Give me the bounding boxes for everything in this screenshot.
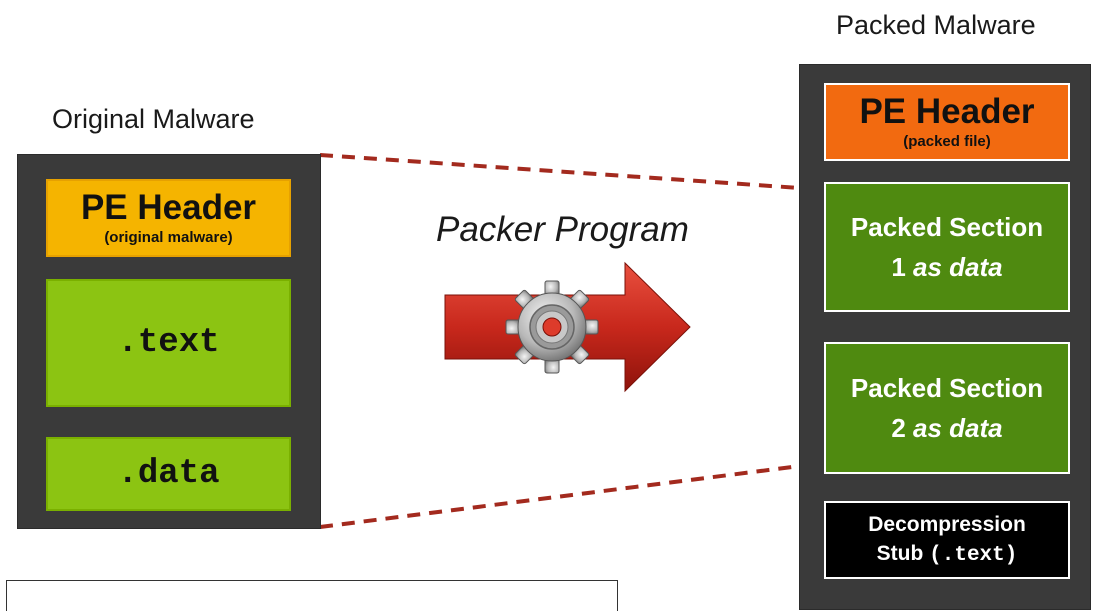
packed-section-2-title: Packed Section [850, 372, 1044, 403]
text-section-label: .text [117, 324, 220, 362]
stub-line-1: Decompression [868, 512, 1026, 536]
original-text-section: .text [46, 279, 291, 407]
original-pe-header-label: PE Header [80, 188, 257, 227]
bottom-panel [6, 580, 618, 611]
original-pe-header-sublabel: (original malware) [104, 229, 233, 246]
decompression-stub: Decompression Stub (.text) [824, 501, 1070, 579]
packed-malware-title: Packed Malware [836, 10, 1036, 40]
packed-section-2: Packed Section 2 as data [824, 342, 1070, 474]
packed-pe-header-sublabel: (packed file) [903, 133, 991, 150]
packed-section-1-subtitle: 1 as data [891, 252, 1003, 282]
original-malware-title: Original Malware [52, 104, 255, 134]
original-pe-header: PE Header (original malware) [46, 179, 291, 257]
packed-malware-panel: PE Header (packed file) Packed Section 1… [800, 65, 1090, 609]
original-data-section: .data [46, 437, 291, 511]
top-dashed-line [319, 153, 801, 190]
packed-pe-header: PE Header (packed file) [824, 83, 1070, 161]
packed-section-1: Packed Section 1 as data [824, 182, 1070, 312]
packer-program-label: Packer Program [436, 210, 689, 249]
gear-icon [505, 280, 599, 374]
packed-section-1-title: Packed Section [850, 211, 1044, 242]
packer-arrow [444, 261, 691, 393]
stub-line-2: Stub (.text) [876, 542, 1018, 567]
packed-pe-header-label: PE Header [859, 92, 1035, 131]
packed-section-2-subtitle: 2 as data [891, 413, 1003, 443]
original-malware-panel: PE Header (original malware) .text .data [18, 155, 320, 528]
data-section-label: .data [117, 455, 220, 493]
bottom-dashed-line [319, 464, 801, 529]
